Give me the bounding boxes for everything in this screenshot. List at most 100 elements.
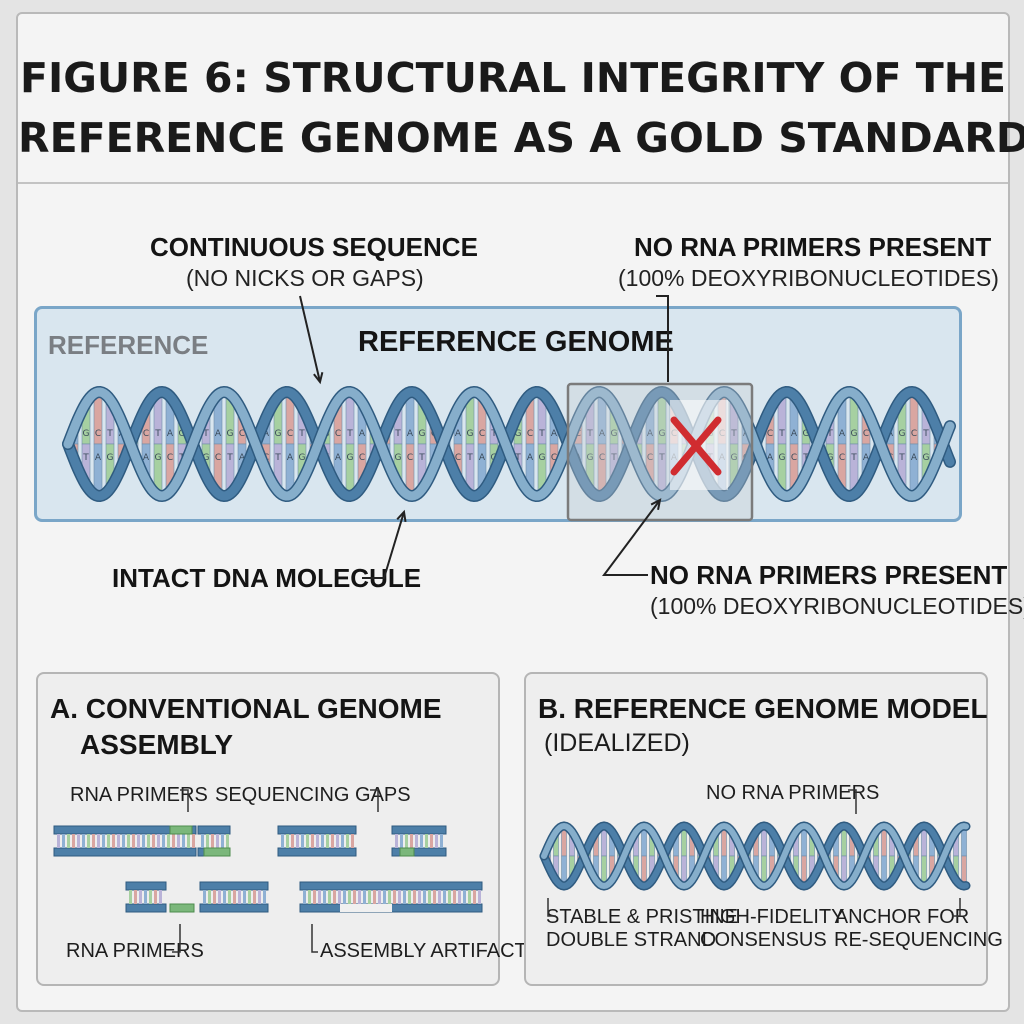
fidelity-line-2: CONSENSUS: [700, 929, 827, 951]
fragment-base: [453, 890, 456, 904]
reference-dna-helix: GTCATGACCATGACGTTGACGTCAACGTCATGGTCATGAC…: [62, 382, 956, 522]
fragment-base: [159, 890, 162, 904]
no-rna-primers-panel-b-label: NO RNA PRIMERS: [706, 782, 880, 804]
base-letter: A: [407, 429, 414, 439]
base-letter: G: [299, 453, 306, 463]
base-letter: G: [107, 453, 114, 463]
fragment-base: [263, 890, 266, 904]
base-letter: T: [154, 429, 161, 439]
base-letter: G: [227, 429, 234, 439]
fragment-base: [403, 890, 406, 904]
base-letter: C: [551, 453, 557, 463]
base-letter: G: [539, 453, 546, 463]
stable-line-2: DOUBLE STRAND: [546, 929, 717, 951]
fragment-base: [435, 834, 438, 848]
fragment-base: [458, 890, 461, 904]
base-letter: A: [287, 453, 294, 463]
high-fidelity-label: HIGH-FIDELITY CONSENSUS: [700, 906, 845, 952]
fragment-base: [137, 834, 140, 848]
base-letter: G: [803, 429, 810, 439]
base-letter: T: [418, 453, 425, 463]
base-letter: C: [95, 429, 101, 439]
fragment-base: [77, 834, 80, 848]
fragment-base: [92, 834, 95, 848]
base-letter: G: [779, 453, 786, 463]
fragment-base: [129, 890, 132, 904]
base-letter: T: [490, 429, 497, 439]
base-letter: A: [143, 453, 150, 463]
fragment-base: [478, 890, 481, 904]
stable-pristine-label: STABLE & PRISTINE DOUBLE STRAND: [546, 906, 738, 952]
fragment-base: [281, 834, 284, 848]
fragment-base: [301, 834, 304, 848]
fragment-base: [313, 890, 316, 904]
fragment-base: [167, 834, 170, 848]
fragment-base: [216, 834, 219, 848]
base-letter: C: [143, 429, 149, 439]
fragment-base: [206, 834, 209, 848]
fragment-base: [134, 890, 137, 904]
base-letter: C: [863, 429, 869, 439]
fragment-base: [243, 890, 246, 904]
fragment-base: [226, 834, 229, 848]
fragment-strand: [391, 825, 447, 835]
base-letter: G: [467, 429, 474, 439]
base-letter: T: [898, 453, 905, 463]
base-letter: C: [839, 453, 845, 463]
stable-line-1: STABLE & PRISTINE: [546, 906, 738, 928]
base-letter: G: [827, 453, 834, 463]
deoxyribo-bottom-label: (100% DEOXYRIBONUCLEOTIDES): [650, 593, 1024, 619]
fragment-base: [112, 834, 115, 848]
label-tick: [180, 789, 189, 812]
fragment-base: [333, 890, 336, 904]
fragment-base: [223, 890, 226, 904]
fragment-base: [97, 834, 100, 848]
pointer-line: [656, 295, 669, 382]
base-letter: T: [274, 453, 281, 463]
base-letter: C: [407, 453, 413, 463]
base-letter: A: [647, 429, 654, 439]
fragment-base: [203, 890, 206, 904]
reference-tag: REFERENCE: [48, 330, 209, 360]
backbone-strand: [541, 822, 969, 890]
backbone-strand: [541, 822, 969, 890]
fragment-strand: [277, 847, 357, 857]
fragment-base: [218, 890, 221, 904]
fragment-base: [144, 890, 147, 904]
fragment-base: [102, 834, 105, 848]
deoxyribo-bottom-callout: (100% DEOXYRIBONUCLEOTIDES): [650, 593, 1024, 620]
base-letter: C: [215, 453, 221, 463]
fragment-base: [238, 890, 241, 904]
base-letter: C: [599, 453, 605, 463]
fragment-base: [348, 890, 351, 904]
fragment-base: [187, 834, 190, 848]
no-nicks-label: (NO NICKS OR GAPS): [186, 265, 424, 291]
rna-primers-label-top: RNA PRIMERS: [70, 784, 208, 806]
sequencing-gaps-label: SEQUENCING GAPS: [215, 784, 411, 806]
continuous-sequence-callout: CONTINUOUS SEQUENCE: [150, 232, 478, 263]
base-letter: G: [347, 453, 354, 463]
fragment-base: [157, 834, 160, 848]
fragment-base: [398, 890, 401, 904]
base-letter: T: [922, 429, 929, 439]
fragment-base: [410, 834, 413, 848]
base-letter: A: [263, 429, 270, 439]
figure-title-line-2: REFERENCE GENOME AS A GOLD STANDARD.: [18, 114, 1024, 162]
fragment-base: [400, 834, 403, 848]
panel-b-subtitle: (IDEALIZED): [544, 729, 690, 757]
deoxyribo-top-callout: (100% DEOXYRIBONUCLEOTIDES): [618, 265, 999, 292]
fragment-base: [87, 834, 90, 848]
fragment-base: [82, 834, 85, 848]
reference-genome-title: REFERENCE GENOME: [358, 326, 674, 358]
anchor-line-2: RE-SEQUENCING: [834, 929, 1003, 951]
fragment-base: [228, 890, 231, 904]
base-letter: G: [203, 453, 210, 463]
base-letter: C: [791, 453, 797, 463]
fidelity-line-1: HIGH-FIDELITY: [700, 906, 845, 928]
base-letter: G: [395, 453, 402, 463]
rna-primer-segment: [399, 847, 415, 857]
title-box: FIGURE 6: STRUCTURAL INTEGRITY OF THE RE…: [18, 14, 1024, 184]
base-letter: A: [239, 453, 246, 463]
label-tick: [370, 789, 379, 812]
